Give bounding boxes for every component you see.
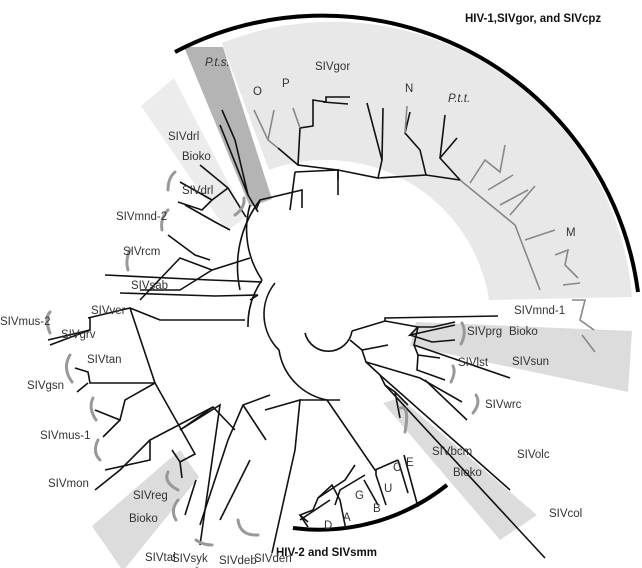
taxon-sivsab: SIVsab (131, 280, 168, 292)
hiv1-clade-wedge (222, 21, 632, 300)
pts-wedge (184, 47, 272, 207)
taxon-sivreg: SIVreg (133, 490, 168, 502)
bioko-label: Bioko (453, 467, 482, 479)
taxon-sivden: SIVden (254, 553, 292, 565)
sivbcm-bioko-wedge (383, 398, 537, 540)
bioko-label: Bioko (182, 151, 211, 163)
taxon-sivgsn: SIVgsn (27, 380, 64, 392)
subtype-d-label: D (324, 520, 332, 532)
taxon-sivmon: SIVmon (48, 478, 89, 490)
pts-label: P.t.s. (205, 57, 230, 69)
taxon-sivver: SIVver (91, 305, 126, 317)
taxon-sivwrc: SIVwrc (485, 399, 522, 411)
taxon-sivtan: SIVtan (87, 354, 122, 366)
subtype-g-label: G (355, 490, 364, 502)
taxon-sivprg: SIVprg (467, 326, 502, 338)
group-n-label: N (405, 83, 413, 95)
hiv2-clade-label: HIV-2 and SIVsmm (276, 547, 377, 559)
taxon-sivgrv: SIVgrv (61, 329, 96, 341)
taxon-sivmus-1: SIVmus-1 (40, 430, 91, 442)
taxon-sivolc: SIVolc (517, 449, 550, 461)
bioko-label: Bioko (509, 326, 538, 338)
hiv1-clade-arc (174, 13, 640, 293)
hiv2-clade-arc (292, 483, 449, 532)
taxon-sivdrl-bioko: SIVdrl (168, 131, 199, 143)
group-p-label: P (282, 78, 290, 90)
sivreg-bioko-wedge (92, 450, 199, 568)
taxon-sivmus-2: SIVmus-2 (0, 316, 51, 328)
taxon-sivrcm: SIVrcm (123, 246, 160, 258)
subtype-b-label: B (373, 503, 381, 515)
taxon-sivdeb: SIVdeb (219, 555, 257, 567)
sivdrl-bioko-wedge (141, 78, 246, 231)
hiv1-clade-label: HIV-1,SIVgor, and SIVcpz (465, 13, 601, 25)
taxon-sivdrl: SIVdrl (182, 185, 213, 197)
subtype-a-label: A (343, 512, 351, 524)
taxon-sivtal: SIVtal (145, 552, 176, 564)
taxon-sivmnd-2: SIVmnd-2 (116, 211, 167, 223)
subtype-c-label: C (393, 462, 401, 474)
ptt-label: P.t.t. (448, 93, 470, 105)
taxon-sivlst: SIVlst (458, 357, 489, 369)
taxon-sivbcm: SIVbcm (432, 446, 472, 458)
group-o-label: O (253, 86, 262, 98)
subtype-e-label: E (406, 457, 414, 469)
bioko-label: Bioko (129, 513, 158, 525)
tree-branches (47, 96, 596, 559)
taxon-sivmnd-1: SIVmnd-1 (514, 305, 565, 317)
sivprg-bioko-wedge (410, 322, 632, 392)
taxon-sivsun: SIVsun (512, 356, 549, 368)
sivgor-label: SIVgor (315, 61, 350, 73)
taxon-sivsyk: SIVsyk (172, 553, 208, 565)
subtype-u-label: U (384, 483, 392, 495)
species-brackets (45, 170, 480, 568)
group-m-label: M (566, 227, 576, 239)
taxon-sivcol: SIVcol (549, 508, 582, 520)
